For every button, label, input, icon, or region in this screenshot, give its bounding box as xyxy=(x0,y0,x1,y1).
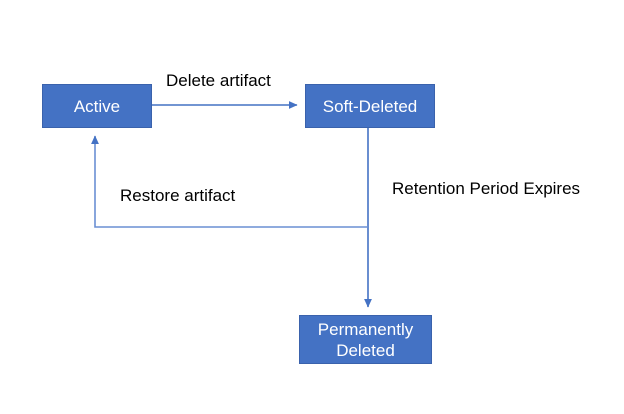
edge-label-retention-expires: Retention Period Expires xyxy=(392,179,581,198)
edge-label-delete-artifact: Delete artifact xyxy=(166,71,271,90)
edge-label-restore-artifact: Restore artifact xyxy=(120,186,236,205)
node-soft-deleted[interactable]: Soft-Deleted xyxy=(305,84,435,128)
node-active[interactable]: Active xyxy=(42,84,152,128)
node-permanently-deleted[interactable]: Permanently Deleted xyxy=(299,315,432,364)
edge-restore-artifact xyxy=(91,135,368,228)
